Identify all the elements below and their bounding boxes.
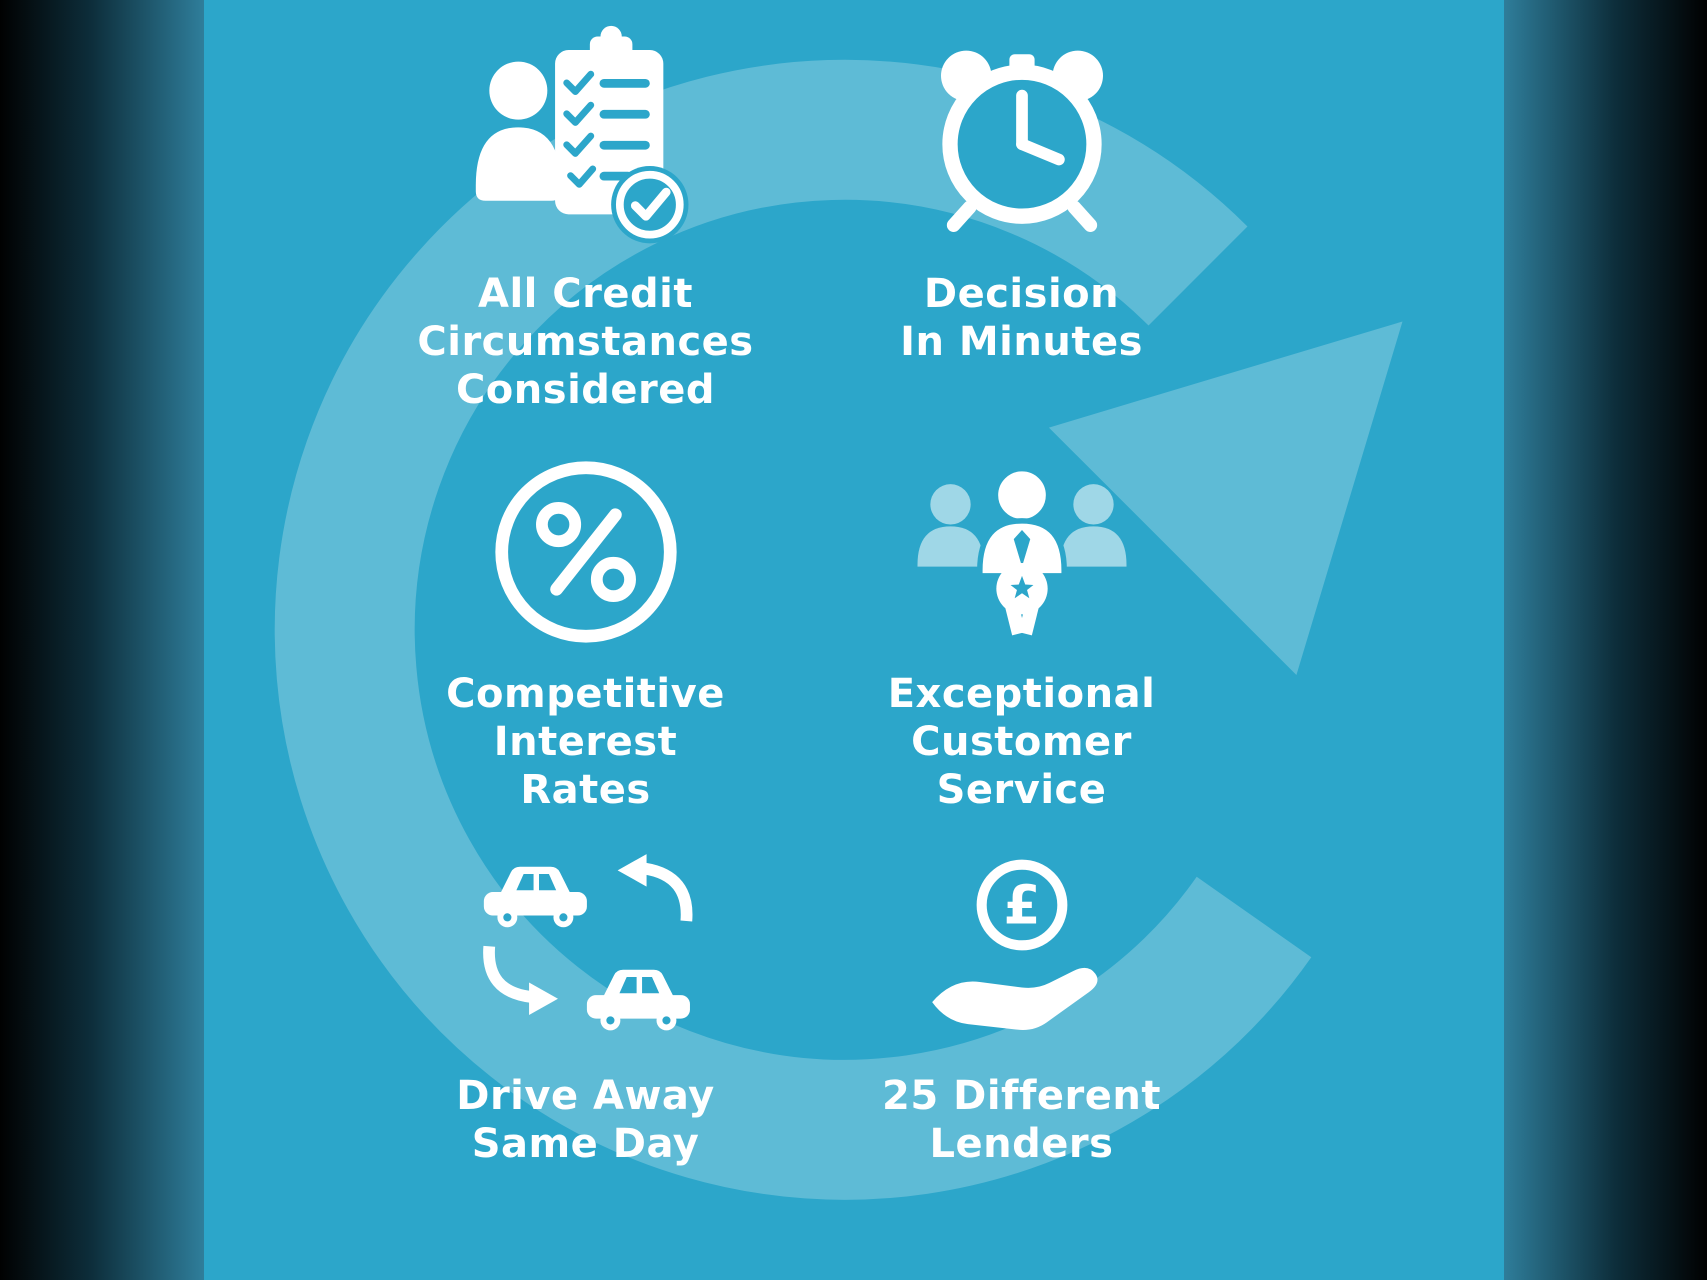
right-vignette bbox=[1503, 0, 1707, 1280]
benefit-competitive-rates: Competitive Interest Rates bbox=[374, 448, 798, 840]
benefit-label: Competitive Interest Rates bbox=[446, 671, 725, 813]
customer-service-award-icon bbox=[912, 448, 1132, 656]
benefit-label: Exceptional Customer Service bbox=[887, 671, 1156, 813]
benefit-lenders: £ 25 Different Lenders bbox=[810, 840, 1234, 1280]
pound-in-hand-icon: £ bbox=[912, 840, 1132, 1058]
benefit-label: Decision In Minutes bbox=[900, 271, 1143, 365]
svg-text:£: £ bbox=[1003, 874, 1040, 936]
benefit-drive-away: Drive Away Same Day bbox=[374, 840, 798, 1280]
benefit-label: Drive Away Same Day bbox=[456, 1073, 715, 1167]
benefits-grid: All Credit Circumstances Considered bbox=[374, 18, 1234, 1280]
infographic-panel: All Credit Circumstances Considered bbox=[203, 0, 1504, 1280]
left-vignette bbox=[0, 0, 204, 1280]
benefit-customer-service: Exceptional Customer Service bbox=[810, 448, 1234, 840]
benefit-label: All Credit Circumstances Considered bbox=[417, 271, 754, 413]
circular-growth-arrow-graphic bbox=[274, 59, 1402, 1200]
alarm-clock-icon bbox=[914, 18, 1130, 256]
percent-circle-icon bbox=[488, 448, 684, 656]
benefit-credit-circumstances: All Credit Circumstances Considered bbox=[374, 18, 798, 448]
credit-checklist-icon bbox=[470, 18, 702, 256]
benefit-label: 25 Different Lenders bbox=[882, 1073, 1161, 1167]
car-swap-icon bbox=[473, 840, 699, 1058]
benefit-decision-in-minutes: Decision In Minutes bbox=[810, 18, 1234, 448]
